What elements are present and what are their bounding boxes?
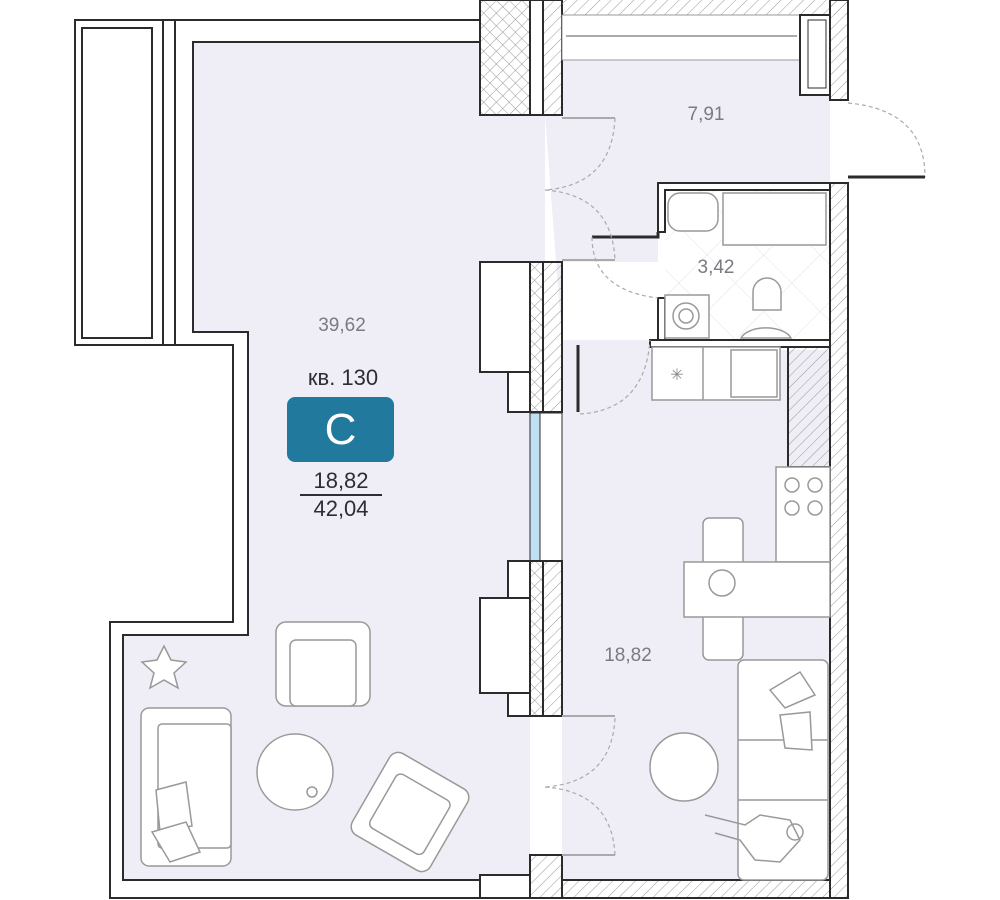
living-area: 18,82 — [313, 468, 369, 493]
svg-text:✳: ✳ — [670, 367, 683, 384]
living-furniture — [140, 621, 470, 873]
kitchen-furniture: ✳ — [649, 346, 831, 881]
room-area-kitchen: 18,82 — [604, 645, 652, 666]
bathroom — [592, 182, 831, 348]
wardrobe — [561, 14, 831, 96]
apartment-type-badge: С — [287, 397, 394, 462]
total-area: 42,04 — [313, 496, 369, 521]
balcony — [74, 19, 176, 346]
doors — [544, 102, 926, 856]
apartment-number: кв. 130 — [307, 365, 379, 390]
room-area-bathroom: 3,42 — [697, 257, 735, 278]
exterior-walls — [109, 0, 849, 899]
room-area-living: 39,62 — [318, 315, 366, 336]
partition-wall — [479, 261, 563, 717]
fraction-divider — [300, 494, 382, 496]
room-area-hallway: 7,91 — [687, 104, 725, 125]
person-figure — [704, 814, 804, 863]
